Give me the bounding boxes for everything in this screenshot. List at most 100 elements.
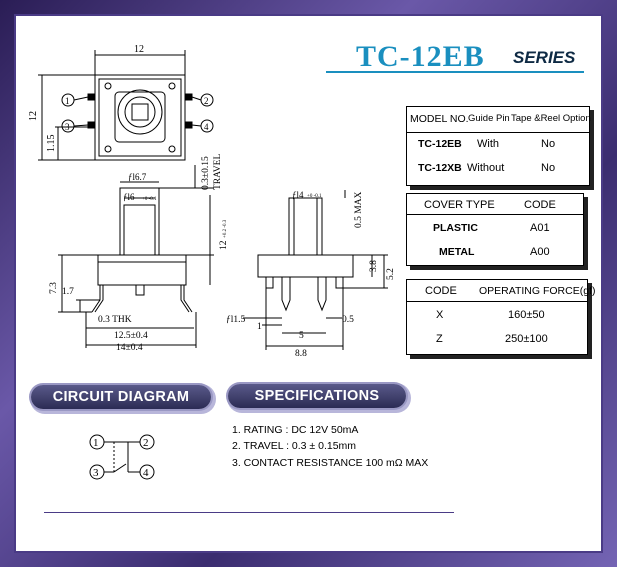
header-operating-force: OPERATING FORCE(gf) [479,285,596,297]
pin-number: 3 [65,122,70,132]
model-cell: TC-12EB [418,138,462,150]
dim-side-pin: ƒl1.5 [226,315,246,325]
plunger-outer [117,89,163,135]
pin-lead [91,285,101,313]
dim-side-05: 0.5 [342,315,354,325]
circuit-pin-label: 3 [93,467,99,479]
dim-side-max: 0.5 MAX [354,191,364,228]
operating-force-table: CODE OPERATING FORCE(gf) X 160±50 Z 250±… [406,279,595,355]
dim-side-stem-tol: +0 -0.1 [307,194,322,199]
divider [407,132,589,133]
pin-tab [184,121,193,129]
switch-body-inner [98,78,182,157]
spec-travel: 2. TRAVEL : 0.3 ± 0.15mm [232,440,357,452]
guide-pin-cell: With [477,138,499,150]
pin-number: 2 [204,96,209,106]
spec-contact-resistance: 3. CONTACT RESISTANCE 100 mΩ MAX [232,457,429,469]
cover-code-cell: A01 [530,222,550,234]
specifications-heading: SPECIFICATIONS [228,384,406,408]
model-cell: TC-12XB [418,162,462,174]
pin-number: 1 [65,96,70,106]
side-plunger-inner [293,197,318,256]
dim-side-5: 5 [299,331,304,341]
bottom-rule [44,512,454,513]
dim-side-1: 1 [257,322,262,332]
header-code: CODE [425,285,457,297]
pin-lead [94,285,104,313]
leader-line [191,96,202,101]
leader-line [73,96,89,101]
header-code: CODE [524,199,556,211]
circuit-pin-label: 4 [143,467,149,479]
side-guide [265,276,274,289]
dim-plunger: ƒl6 [123,192,135,202]
plunger-center [131,103,149,121]
leader-line [73,124,89,127]
pin-number: 4 [204,122,209,132]
side-guide [335,276,344,289]
pin-tab [184,93,193,101]
dim-thickness: 0.3 THK [98,315,132,325]
dim-pin-offset: 1.15 [46,135,57,153]
tape-reel-cell: No [541,162,556,174]
tape-reel-cell: No [541,138,556,150]
title-underline [326,71,584,73]
dim-side-stem: ƒl4 [292,190,304,200]
dim-side-88: 8.8 [295,349,307,359]
dim-outer-width: 14±0.4 [116,343,143,353]
pin-tab [87,121,96,129]
dim-travel: 0.3±0.15 [201,156,211,190]
header-tape-reel: Tape &Reel Option [511,113,591,124]
side-base [257,254,354,278]
force-code-cell: X [436,309,444,321]
dim-plunger-tol: +0 -0.1 [142,197,157,202]
switch-contact [113,463,127,473]
dim-top-width: 12 [134,44,144,55]
front-view [58,165,214,348]
plunger-inner [123,204,156,256]
corner-hole [168,82,176,90]
dim-side-h2: 5.2 [386,268,396,280]
corner-hole [104,82,112,90]
pin-tab [87,93,96,101]
dim-front-height-tol: +0.2 -0.3 [223,219,228,238]
dim-front-height: 12 [219,240,229,250]
cover-type-cell: METAL [439,246,475,258]
guide-pin [135,284,145,296]
header-model-no: MODEL NO. [410,113,469,125]
dim-inner-width: 12.5±0.4 [114,331,148,341]
side-pin [317,277,327,312]
cap-square [114,91,166,143]
corner-hole [104,145,112,153]
force-value-cell: 250±100 [505,333,548,345]
cover-type-cell: PLASTIC [433,222,478,234]
circuit-diagram-heading: CIRCUIT DIAGRAM [31,385,211,409]
corner-hole [168,145,176,153]
series-label: SERIES [513,48,576,67]
dim-pin-height: 7.3 [49,282,59,294]
dim-foot: 1.7 [62,287,74,297]
dim-stem: ƒl6.7 [128,172,147,182]
divider [407,301,587,302]
cover-table: COVER TYPE CODE PLASTIC A01 METAL A00 [406,193,584,266]
side-pin [281,277,291,312]
header-cover-type: COVER TYPE [424,199,495,211]
plunger-ring [124,96,156,128]
force-code-cell: Z [436,333,443,345]
force-value-cell: 160±50 [508,309,545,321]
dim-travel-label: TRAVEL [213,154,223,190]
spec-rating: 1. RATING : DC 12V 50mA [232,424,359,436]
divider [407,214,583,215]
model-table: MODEL NO. Guide Pin Tape &Reel Option TC… [406,106,591,186]
header-guide-pin: Guide Pin [468,113,510,124]
guide-pin-cell: Without [467,162,505,174]
pin-lead [183,285,193,313]
cover-code-cell: A00 [530,246,550,258]
top-view [38,50,214,161]
side-view [243,190,388,350]
dim-top-height: 12 [28,111,39,121]
circuit-pin-label: 2 [143,437,149,449]
dim-side-h1: 3.8 [369,260,379,272]
circuit-pin-label: 1 [93,437,99,449]
